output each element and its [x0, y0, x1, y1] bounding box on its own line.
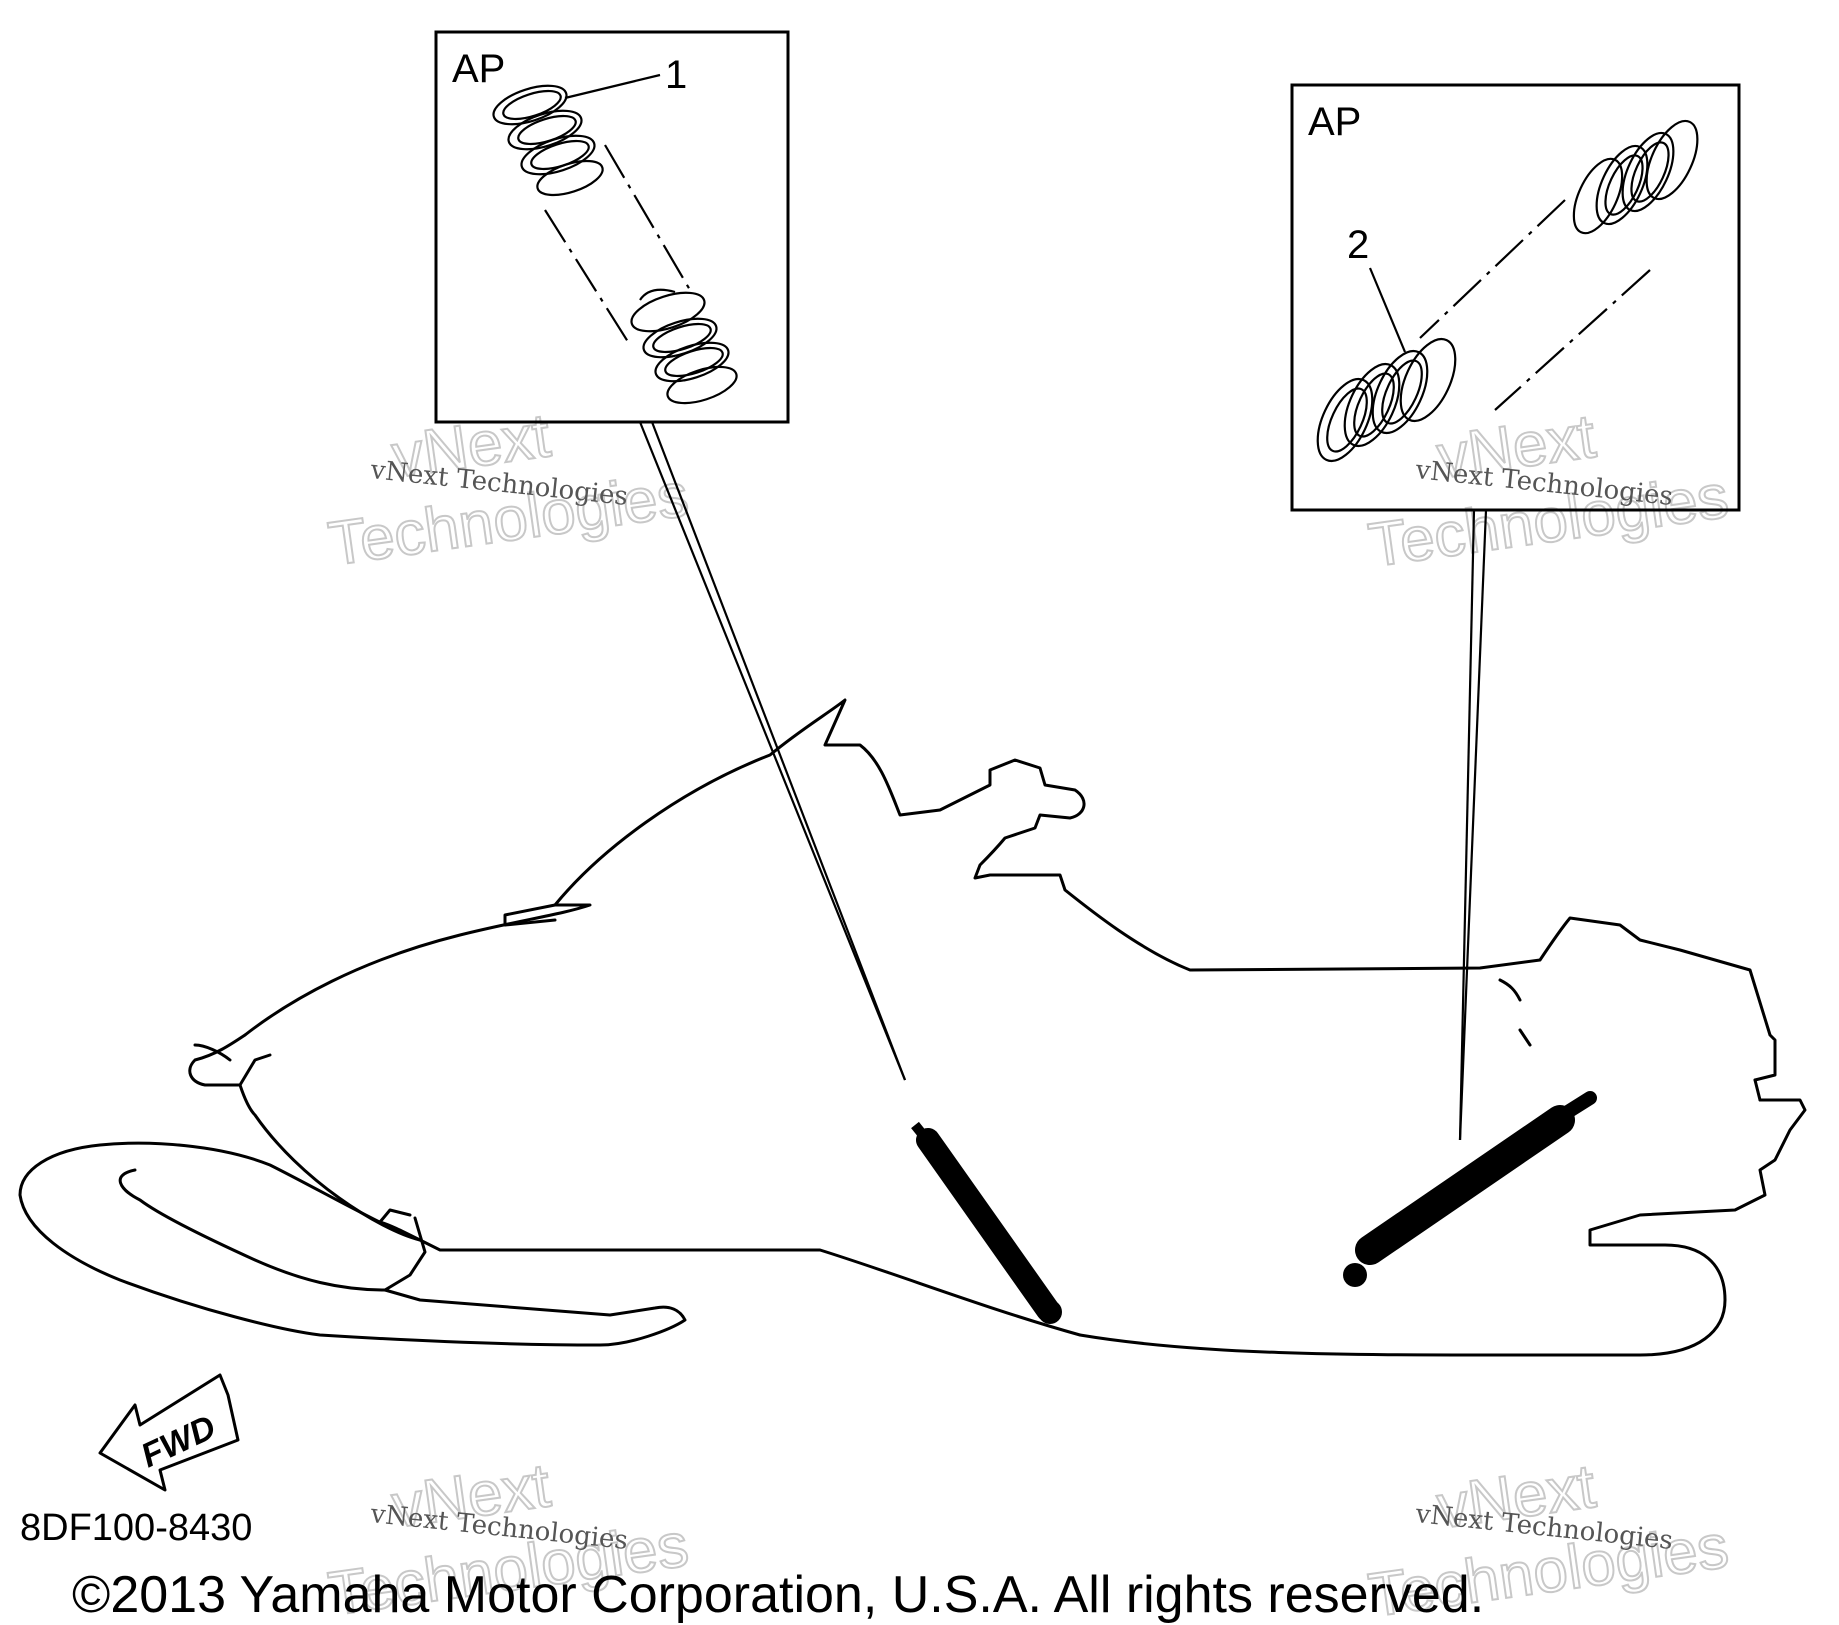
- callout-box-rear-spring: AP 2: [1290, 83, 1741, 512]
- leader-line-1: [638, 421, 907, 1081]
- spring-1-icon: [492, 84, 604, 197]
- part-number-2: 2: [1347, 223, 1369, 267]
- callout-box-front-spring: AP 1: [434, 30, 790, 424]
- forward-direction-arrow-icon: FWD: [98, 1373, 240, 1492]
- spring-1-lower-icon: [630, 288, 738, 405]
- front-shock-absorber: [911, 1121, 1062, 1324]
- part-number-1: 1: [665, 53, 687, 97]
- diagram-code: 8DF100-8430: [20, 1507, 252, 1549]
- callout-label: AP: [452, 47, 505, 91]
- copyright-notice: ©2013 Yamaha Motor Corporation, U.S.A. A…: [72, 1566, 1484, 1624]
- leader-line-2: [1458, 509, 1476, 1141]
- rear-shock-absorber: [1343, 1091, 1597, 1287]
- snowmobile-outline: [18, 698, 1807, 1357]
- spring-2-upper-icon: [1572, 119, 1699, 235]
- spring-2-lower-icon: [1316, 337, 1457, 463]
- callout-label: AP: [1308, 100, 1361, 144]
